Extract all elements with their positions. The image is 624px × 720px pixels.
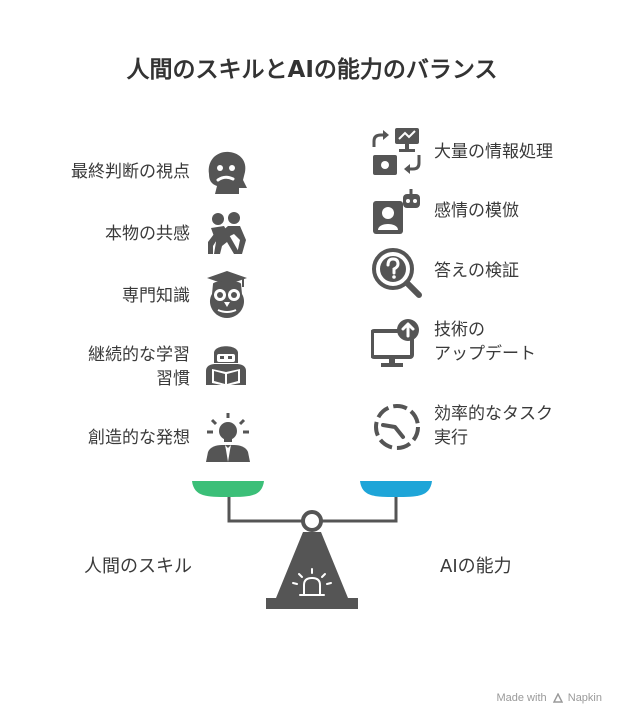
data-processing-icon	[372, 128, 421, 175]
ai-capability-label-4: 技術の アップデート	[434, 320, 536, 364]
person-lightbulb-icon	[206, 413, 250, 462]
napkin-logo-icon	[552, 692, 563, 703]
magnifier-question-icon	[372, 248, 422, 298]
alarm-light-icon	[292, 568, 332, 596]
ai-group-label: AIの能力	[440, 556, 512, 577]
human-group-label: 人間のスキル	[84, 556, 192, 577]
ai-capability-label-5: 効率的なタスク 実行	[434, 404, 553, 448]
brand-prefix: Made with	[496, 692, 547, 704]
robot-profile-card-icon	[373, 189, 420, 234]
human-skill-label-5: 創造的な発想	[88, 428, 190, 448]
brand-name: Napkin	[567, 692, 602, 704]
human-skill-label-2: 本物の共感	[105, 224, 190, 244]
ai-capability-label-1: 大量の情報処理	[434, 142, 553, 162]
page-title: 人間のスキルとAIの能力のバランス	[126, 57, 498, 83]
human-skill-label-3: 専門知識	[122, 286, 190, 306]
made-with-napkin-badge[interactable]: Made with Napkin	[496, 692, 602, 704]
people-embracing-icon	[208, 212, 246, 254]
ai-capability-label-2: 感情の模倣	[434, 201, 519, 221]
human-skill-label-4: 継続的な学習 習慣	[88, 345, 190, 389]
monitor-update-icon	[371, 319, 419, 367]
human-skill-label-1: 最終判断の視点	[71, 162, 190, 182]
balance-pivot	[301, 510, 323, 532]
owl-graduation-cap-icon	[207, 271, 247, 318]
ai-pan	[360, 481, 432, 497]
ai-capability-label-3: 答えの検証	[434, 261, 519, 281]
human-pan	[192, 481, 264, 497]
confused-thinking-face-icon	[208, 151, 247, 194]
person-reading-book-icon	[206, 346, 246, 386]
dashed-clock-icon	[374, 404, 420, 450]
